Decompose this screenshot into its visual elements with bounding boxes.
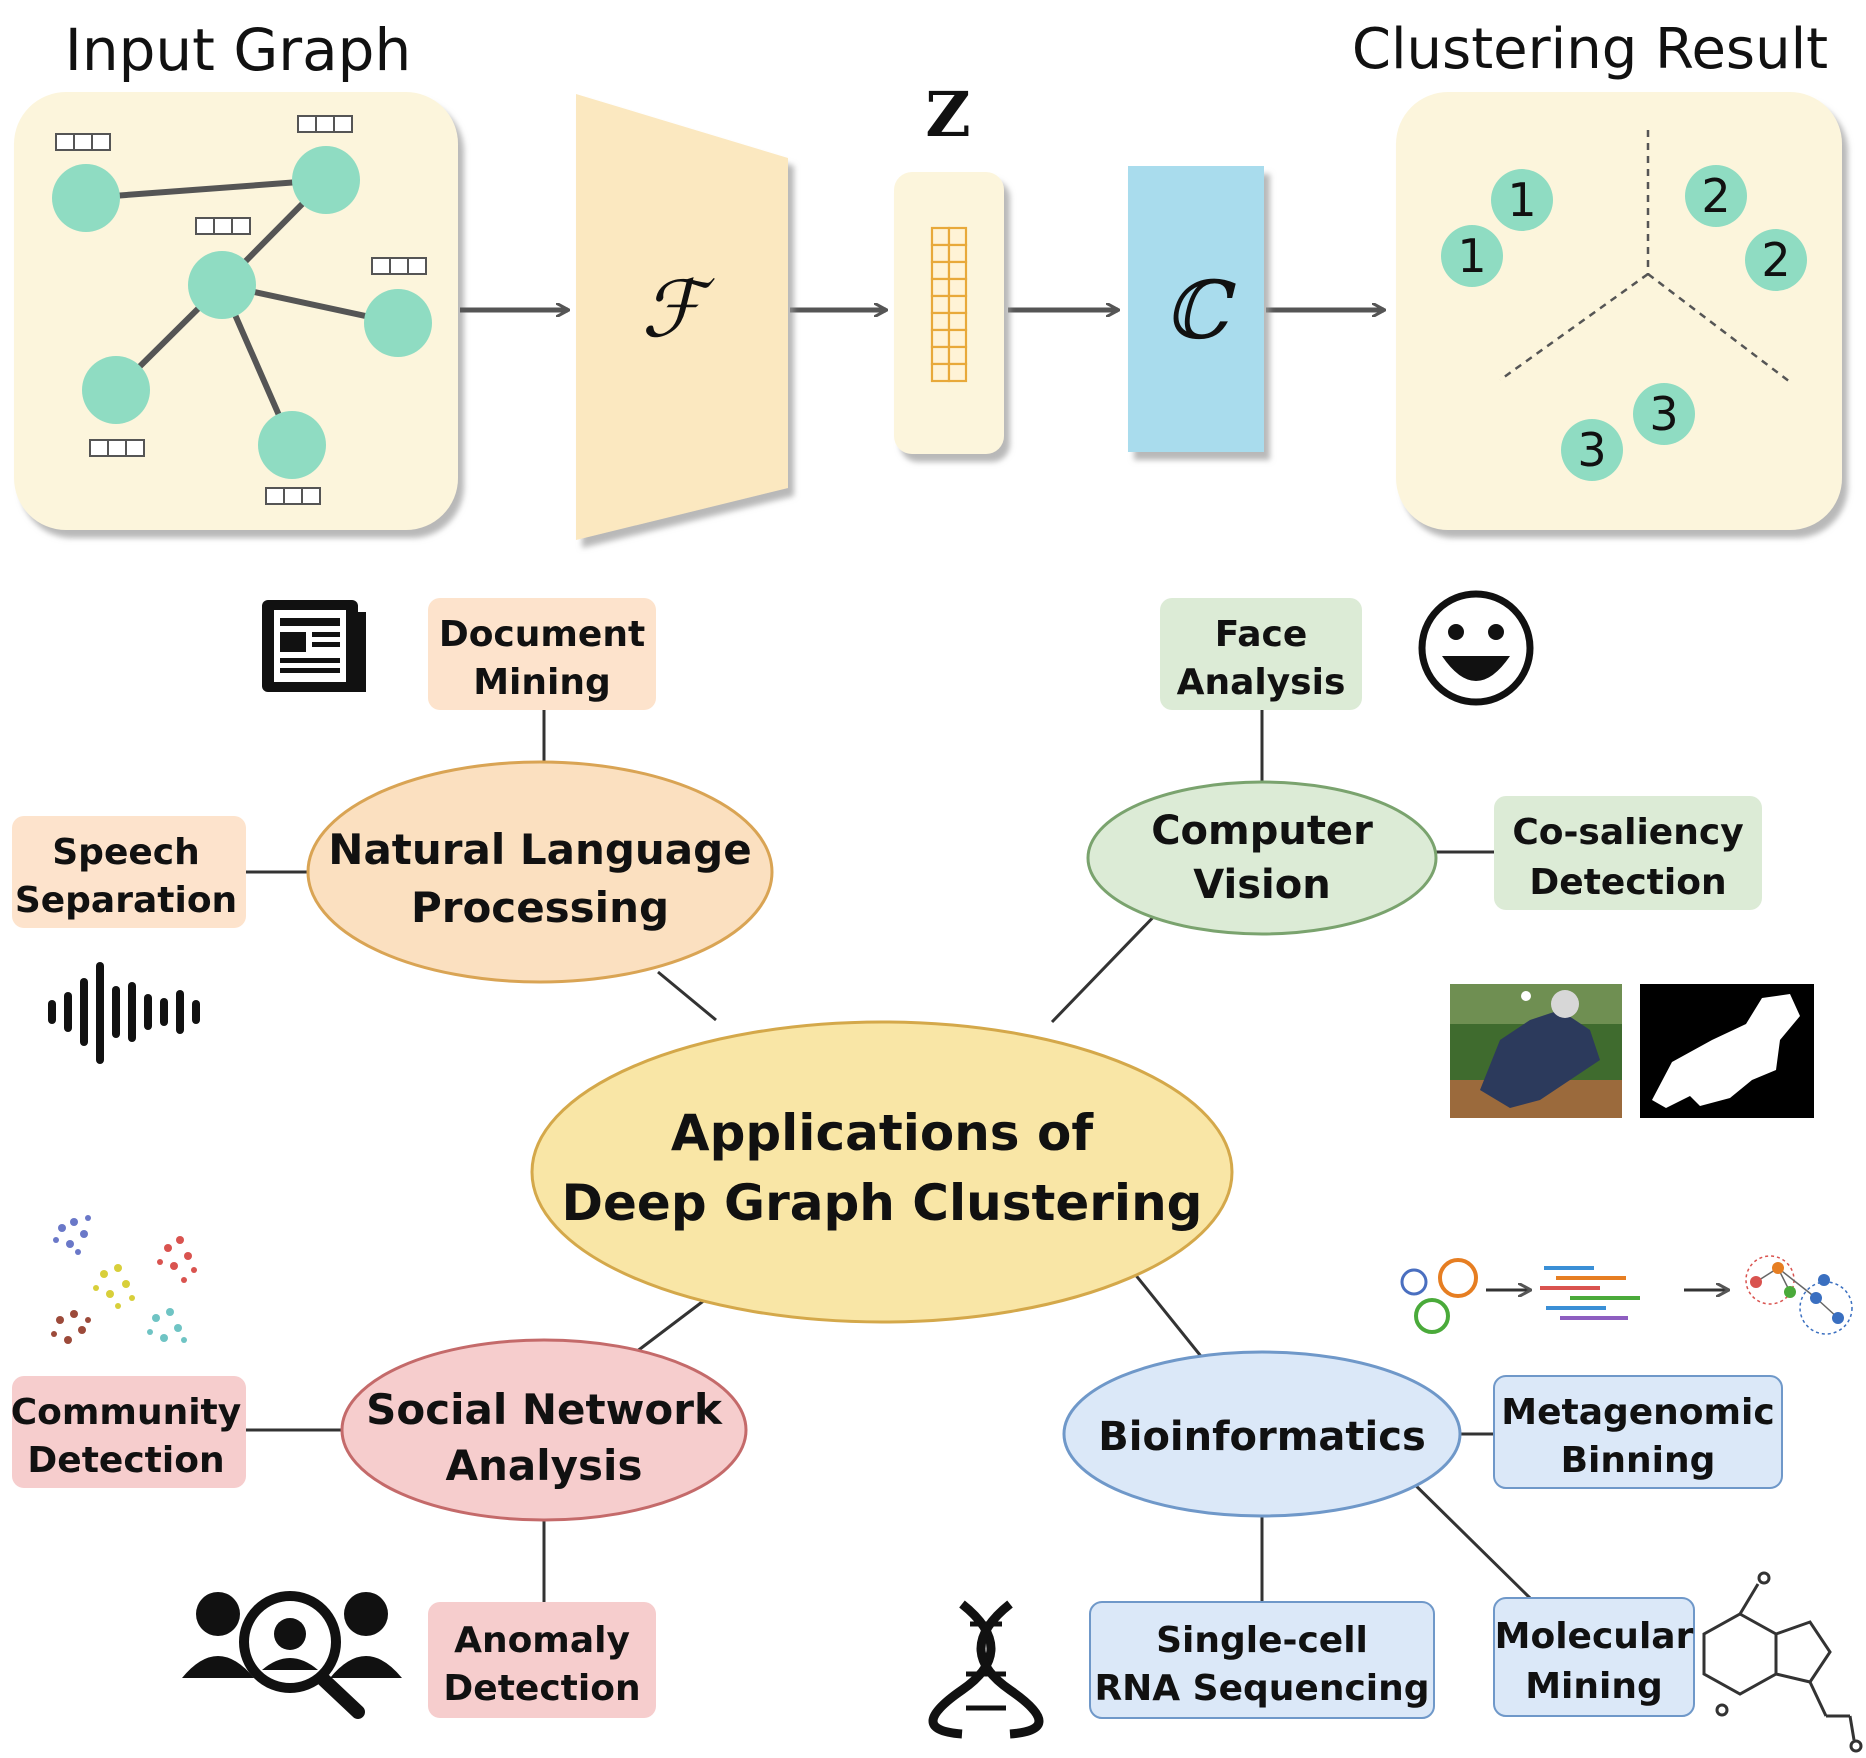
domain-nlp-line2: Processing — [411, 883, 669, 932]
task-single-cell: Single-cell RNA Sequencing — [1089, 1601, 1435, 1719]
cluster-label: 2 — [1761, 233, 1790, 287]
center-title-line2: Deep Graph Clustering — [562, 1174, 1203, 1232]
task-speech-separation-line2: Separation — [15, 880, 237, 921]
clusterer-block: ℂ — [1128, 166, 1264, 452]
task-co-saliency: Co-saliency Detection — [1494, 796, 1762, 910]
domain-cv: Computer Vision — [1086, 780, 1438, 936]
task-single-cell-line2: RNA Sequencing — [1094, 1668, 1429, 1709]
task-face-analysis-line2: Analysis — [1177, 662, 1346, 703]
task-face-analysis-line1: Face — [1215, 614, 1308, 655]
task-co-saliency-line2: Detection — [1529, 862, 1726, 903]
task-molecular-mining-line2: Mining — [1525, 1666, 1663, 1707]
task-speech-separation: Speech Separation — [12, 816, 246, 928]
task-document-mining: Document Mining — [428, 598, 656, 710]
mindmap-connectors — [246, 706, 1532, 1602]
clusterer-symbol: ℂ — [1164, 264, 1236, 357]
graph-node — [82, 356, 150, 424]
task-molecular-mining-line1: Molecular — [1495, 1616, 1694, 1657]
task-metagenomic-binning-line2: Binning — [1561, 1440, 1716, 1481]
task-document-mining-line1: Document — [439, 614, 645, 655]
smiley-face-icon — [1418, 590, 1534, 706]
embedding-block — [894, 172, 1004, 454]
cluster-label: 1 — [1457, 229, 1486, 283]
task-face-analysis: Face Analysis — [1160, 598, 1362, 710]
embedding-label: Z — [925, 78, 970, 151]
clustering-result-title: Clustering Result — [1352, 17, 1828, 82]
molecule-icon — [1702, 1571, 1863, 1753]
user-search-icon — [182, 1591, 402, 1719]
task-community-detection-line1: Community — [11, 1392, 241, 1433]
task-co-saliency-line1: Co-saliency — [1512, 812, 1743, 853]
clustering-result-panel: 1 1 2 2 3 3 — [1396, 92, 1842, 530]
cluster-label: 3 — [1649, 387, 1678, 441]
sound-wave-icon — [48, 962, 200, 1064]
center-node: Applications of Deep Graph Clustering — [530, 1020, 1234, 1324]
task-community-detection: Community Detection — [11, 1376, 246, 1488]
dna-icon — [928, 1600, 1044, 1739]
domain-cv-line2: Vision — [1193, 862, 1330, 908]
saliency-mask — [1640, 984, 1814, 1118]
node-feature-vectors — [55, 115, 427, 505]
domain-cv-line1: Computer — [1151, 808, 1373, 854]
baseball-photo — [1450, 984, 1622, 1118]
domain-sna: Social Network Analysis — [340, 1338, 748, 1522]
domain-sna-line2: Analysis — [446, 1441, 643, 1490]
domain-nlp-line1: Natural Language — [328, 825, 751, 874]
task-molecular-mining: Molecular Mining — [1493, 1597, 1695, 1717]
task-document-mining-line2: Mining — [473, 662, 611, 703]
domain-bio-label: Bioinformatics — [1098, 1414, 1426, 1460]
encoder-block: ℱ — [576, 94, 788, 540]
domain-bio: Bioinformatics — [1062, 1350, 1462, 1518]
cluster-label: 3 — [1577, 423, 1606, 477]
graph-node — [52, 164, 120, 232]
domain-nlp: Natural Language Processing — [306, 760, 774, 984]
task-community-detection-line2: Detection — [27, 1440, 224, 1481]
input-graph-panel — [14, 92, 458, 530]
input-graph-title: Input Graph — [65, 16, 412, 84]
graph-node — [364, 289, 432, 357]
graph-node — [292, 146, 360, 214]
network-communities-icon — [51, 1215, 197, 1344]
task-single-cell-line1: Single-cell — [1156, 1620, 1368, 1661]
domain-sna-line1: Social Network — [366, 1385, 723, 1434]
task-anomaly-detection-line1: Anomaly — [454, 1620, 630, 1661]
cluster-label: 2 — [1701, 169, 1730, 223]
task-metagenomic-binning-line1: Metagenomic — [1501, 1392, 1774, 1433]
task-speech-separation-line1: Speech — [52, 832, 200, 873]
cluster-label: 1 — [1507, 173, 1536, 227]
task-metagenomic-binning: Metagenomic Binning — [1493, 1375, 1783, 1489]
metagenome-pipeline-icon — [1400, 1255, 1853, 1335]
center-title-line1: Applications of — [671, 1104, 1094, 1162]
graph-node — [258, 411, 326, 479]
newspaper-icon — [262, 600, 366, 692]
task-anomaly-detection: Anomaly Detection — [428, 1602, 656, 1718]
embedding-cells — [930, 226, 968, 383]
task-anomaly-detection-line2: Detection — [443, 1668, 640, 1709]
graph-node — [188, 251, 256, 319]
